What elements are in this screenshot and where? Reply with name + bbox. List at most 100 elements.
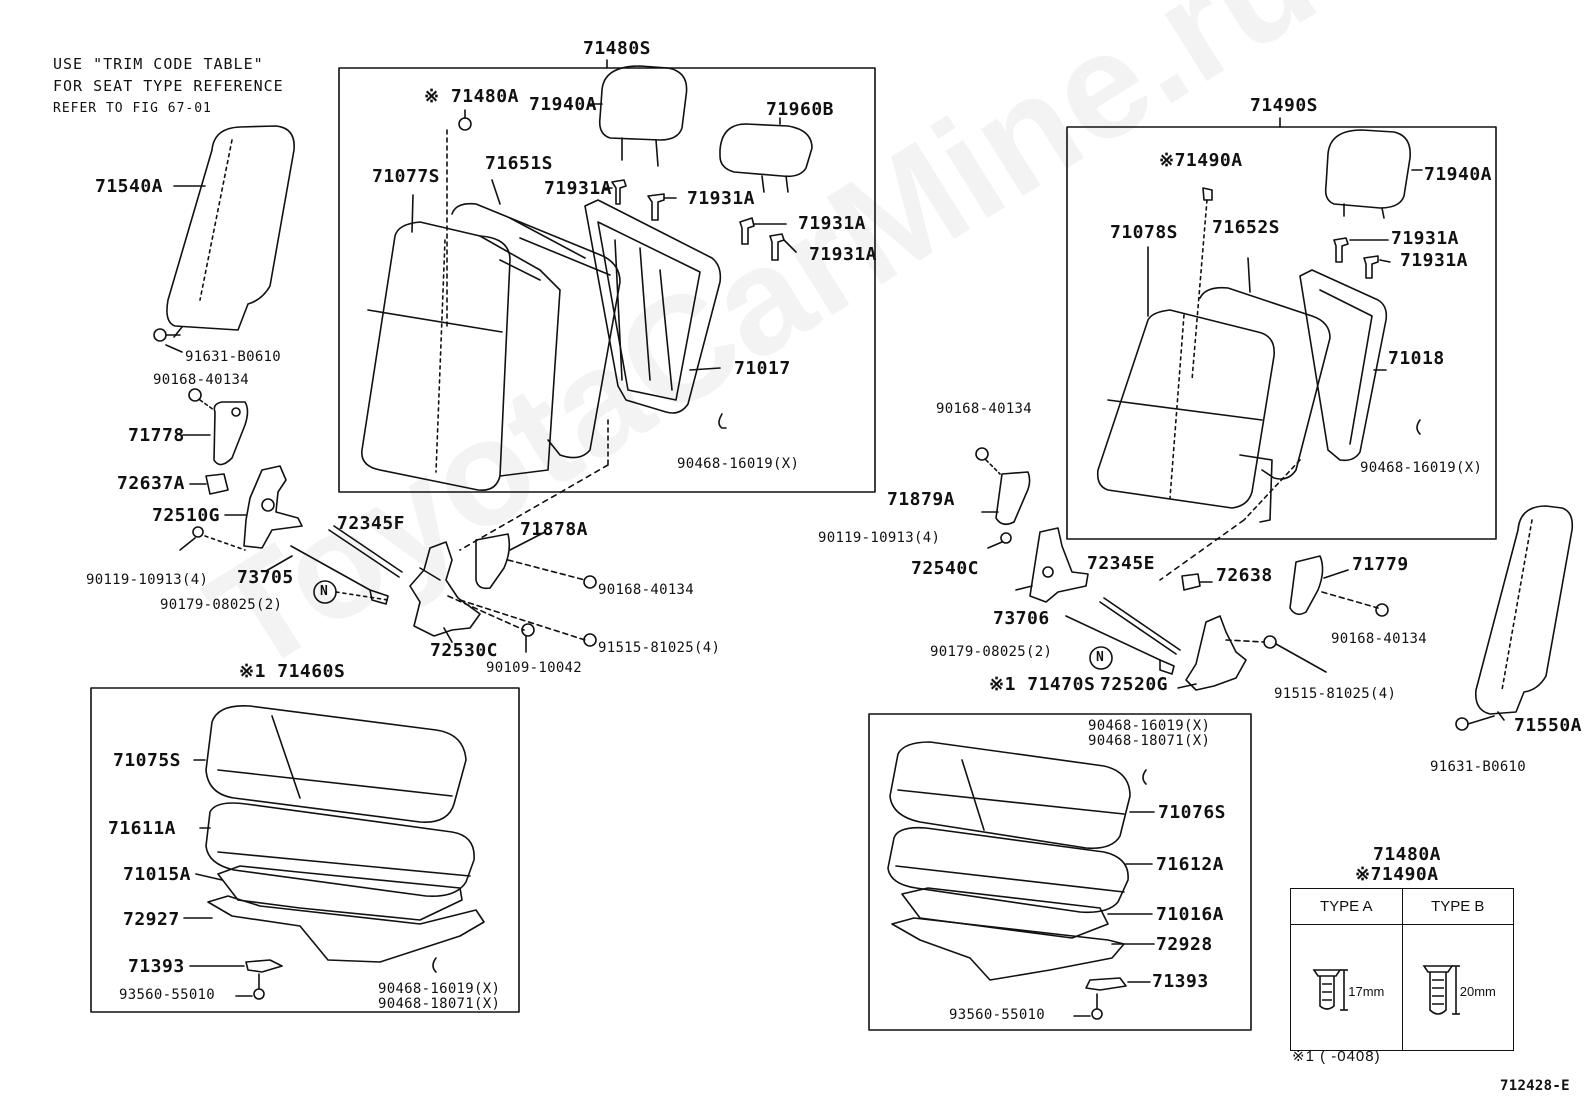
label-71931a-1[interactable]: 71931A [544, 178, 613, 199]
seatback-cover-71652s [1199, 286, 1331, 480]
hinge-cover-71879a [995, 471, 1031, 526]
label-91631-b0610-left[interactable]: 91631-B0610 [185, 349, 282, 365]
label-71879a[interactable]: 71879A [887, 489, 956, 510]
label-72540c[interactable]: 72540C [911, 558, 980, 579]
label-72345e[interactable]: 72345E [1087, 553, 1156, 574]
label-71878a[interactable]: 71878A [520, 519, 589, 540]
label-90168-40134-right2[interactable]: 90168-40134 [1331, 631, 1428, 647]
label-91515-81025-left[interactable]: 91515-81025(4) [598, 640, 721, 656]
footnote: ※1 ( -0408) [1292, 1048, 1381, 1065]
cushion-cover-71076s [889, 741, 1131, 850]
label-71393-right[interactable]: 71393 [1152, 971, 1209, 992]
label-71480s[interactable]: 71480S [583, 38, 652, 59]
label-90468-16019-right[interactable]: 90468-16019(X) [1360, 460, 1483, 476]
cover-71779 [1289, 555, 1324, 616]
cushion-pad-71611a [205, 802, 475, 898]
label-90468-16019-cushion-right[interactable]: 90468-16019(X) [1088, 718, 1211, 734]
label-90179-08025-left[interactable]: 90179-08025(2) [160, 597, 283, 613]
table-header-type-a: TYPE A [1290, 888, 1403, 925]
label-73705[interactable]: 73705 [237, 567, 294, 588]
label-71931a-6[interactable]: 71931A [1400, 250, 1469, 271]
group-box-71460s [90, 687, 520, 1013]
group-box-71470s [868, 713, 1252, 1031]
label-71651s[interactable]: 71651S [485, 153, 554, 174]
label-71550a[interactable]: 71550A [1514, 715, 1583, 736]
label-90119-10913-right[interactable]: 90119-10913(4) [818, 530, 941, 546]
label-71490a[interactable]: ※71490A [1159, 150, 1243, 171]
cushion-cover-71075s [205, 705, 467, 823]
label-71540a[interactable]: 71540A [95, 176, 164, 197]
label-72927[interactable]: 72927 [123, 909, 180, 930]
cushion-pan-72928 [891, 917, 1125, 981]
label-71931a-4[interactable]: 71931A [809, 244, 878, 265]
note-line-2: FOR SEAT TYPE REFERENCE [53, 77, 284, 95]
bracket-72520g [1185, 615, 1247, 691]
label-71075s[interactable]: 71075S [113, 750, 182, 771]
clip-type-table: TYPE A TYPE B 17mm [1290, 888, 1514, 1051]
label-93560-55010-left[interactable]: 93560-55010 [119, 987, 216, 1003]
label-72520g[interactable]: 72520G [1100, 674, 1169, 695]
label-71470s[interactable]: ※1 71470S [989, 674, 1096, 695]
label-71015a[interactable]: 71015A [123, 864, 192, 885]
label-73706[interactable]: 73706 [993, 608, 1050, 629]
label-71611a[interactable]: 71611A [108, 818, 177, 839]
label-71779[interactable]: 71779 [1352, 554, 1409, 575]
label-72928[interactable]: 72928 [1156, 934, 1213, 955]
label-71016a[interactable]: 71016A [1156, 904, 1225, 925]
armrest-71550a [1474, 505, 1574, 715]
seatback-pad-71077s [361, 221, 511, 492]
bracket-72530c [409, 541, 481, 637]
label-90179-08025-right[interactable]: 90179-08025(2) [930, 644, 1053, 660]
label-90168-40134-mid[interactable]: 90168-40134 [598, 582, 695, 598]
label-71460s[interactable]: ※1 71460S [239, 661, 346, 682]
label-71017[interactable]: 71017 [734, 358, 791, 379]
label-71778[interactable]: 71778 [128, 425, 185, 446]
group-box-71480s [338, 67, 876, 493]
label-71490a-table[interactable]: ※71490A [1355, 864, 1439, 885]
label-71393-left[interactable]: 71393 [128, 956, 185, 977]
cover-71878a [475, 533, 511, 590]
label-90168-40134-right[interactable]: 90168-40134 [936, 401, 1033, 417]
label-71480a[interactable]: ※ 71480A [424, 86, 519, 107]
label-90468-18071-cushion-right[interactable]: 90468-18071(X) [1088, 733, 1211, 749]
table-header-type-b: TYPE B [1401, 888, 1514, 925]
hinge-72540c [1029, 527, 1089, 603]
label-71940a-right[interactable]: 71940A [1424, 164, 1493, 185]
label-72638[interactable]: 72638 [1216, 565, 1273, 586]
label-93560-55010-right[interactable]: 93560-55010 [949, 1007, 1046, 1023]
label-71940a-left[interactable]: 71940A [529, 94, 598, 115]
label-72530c[interactable]: 72530C [430, 640, 499, 661]
label-72345f[interactable]: 72345F [337, 513, 406, 534]
label-91515-81025-right[interactable]: 91515-81025(4) [1274, 686, 1397, 702]
label-71018[interactable]: 71018 [1388, 348, 1445, 369]
label-71077s[interactable]: 71077S [372, 166, 441, 187]
label-72637a[interactable]: 72637A [117, 473, 186, 494]
label-71490s[interactable]: 71490S [1250, 95, 1319, 116]
label-71612a[interactable]: 71612A [1156, 854, 1225, 875]
label-71078s[interactable]: 71078S [1110, 222, 1179, 243]
hinge-cover-71778 [213, 401, 249, 466]
label-90468-18071-cushion-left[interactable]: 90468-18071(X) [378, 996, 501, 1012]
seatback-frame-71017 [584, 199, 722, 414]
label-71480a-table[interactable]: 71480A [1373, 844, 1442, 865]
label-90468-16019-left[interactable]: 90468-16019(X) [677, 456, 800, 472]
armrest-71540a [166, 125, 295, 331]
label-71931a-5[interactable]: 71931A [1391, 228, 1460, 249]
label-71960b[interactable]: 71960B [766, 99, 835, 120]
label-72510g[interactable]: 72510G [152, 505, 221, 526]
label-71652s[interactable]: 71652S [1212, 217, 1281, 238]
label-71931a-3[interactable]: 71931A [798, 213, 867, 234]
label-90168-40134-left[interactable]: 90168-40134 [153, 372, 250, 388]
group-box-71490s [1066, 126, 1497, 540]
cushion-frame-71016a [901, 887, 1109, 939]
label-90468-16019-cushion-left[interactable]: 90468-16019(X) [378, 981, 501, 997]
label-71076s[interactable]: 71076S [1158, 802, 1227, 823]
dim-type-a: 17mm [1348, 984, 1385, 999]
headrest-71940a-right [1324, 129, 1411, 209]
n-mark-right: N [1096, 650, 1105, 665]
label-71931a-2[interactable]: 71931A [687, 188, 756, 209]
clip-type-b-icon [1422, 965, 1460, 1015]
label-90119-10913-left[interactable]: 90119-10913(4) [86, 572, 209, 588]
label-90109-10042[interactable]: 90109-10042 [486, 660, 583, 676]
label-91631-b0610-right[interactable]: 91631-B0610 [1430, 759, 1527, 775]
